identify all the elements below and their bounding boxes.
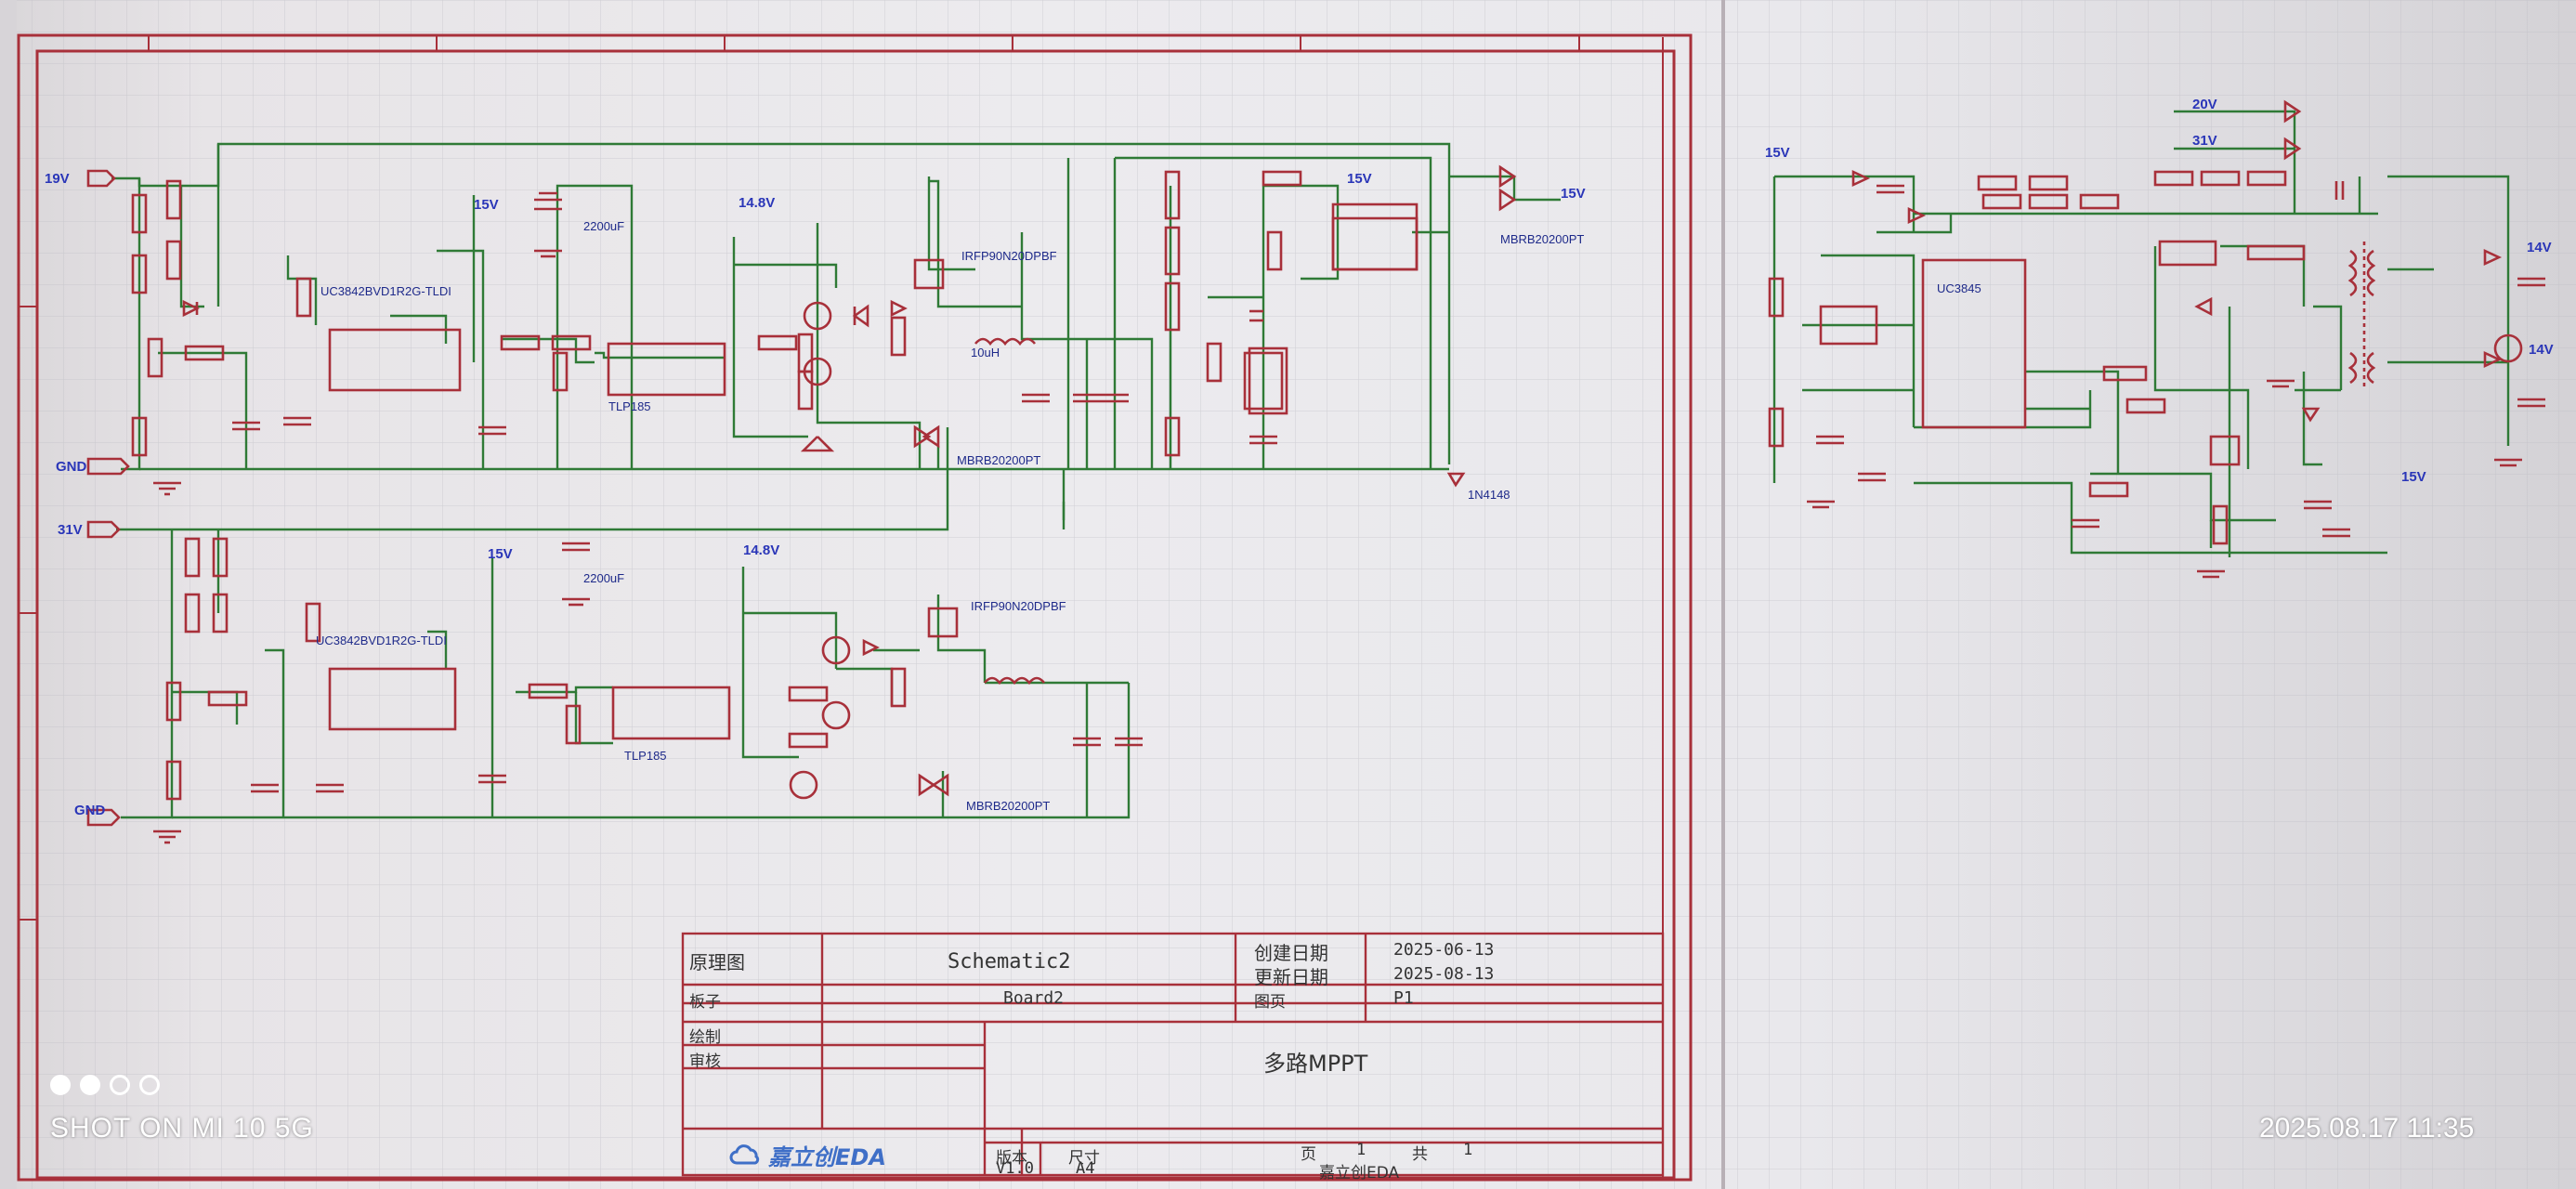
net-label-14-8v-a: 14.8V bbox=[739, 195, 776, 211]
label-d3: MBRB20200PT bbox=[966, 799, 1051, 813]
tb-page-total-value: 1 bbox=[1463, 1141, 1473, 1159]
circuit-3-wires bbox=[1772, 110, 2510, 557]
tb-created-label: 创建日期 bbox=[1254, 942, 1328, 964]
label-u3: UC3845 bbox=[1937, 281, 1981, 295]
net-label-20v: 20V bbox=[2192, 97, 2217, 112]
tb-logo-text: 嘉立创EDA bbox=[768, 1144, 886, 1170]
tb-schematic-label: 原理图 bbox=[689, 951, 745, 973]
net-label-right-14v-a: 14V bbox=[2527, 240, 2552, 255]
tb-created-date: 2025-06-13 bbox=[1393, 940, 1495, 960]
net-label-right-14v-b: 14V bbox=[2529, 342, 2554, 358]
dot-icon bbox=[50, 1075, 71, 1095]
tb-board-label: 板子 bbox=[689, 993, 721, 1012]
tb-company: 嘉立创EDA bbox=[1319, 1164, 1400, 1182]
cloud-logo-icon bbox=[729, 1143, 760, 1164]
tb-schematic-name: Schematic2 bbox=[948, 950, 1071, 973]
dot-icon bbox=[80, 1075, 100, 1095]
net-label-input-1: 19V bbox=[45, 171, 70, 187]
tb-size-label: 尺寸 bbox=[1068, 1149, 1100, 1168]
tb-updated-label: 更新日期 bbox=[1254, 966, 1328, 988]
tb-version-value: V1.0 bbox=[996, 1159, 1034, 1178]
label-d10: 1N4148 bbox=[1468, 488, 1510, 502]
net-label-right-15v-b: 15V bbox=[2401, 469, 2426, 485]
photo-datetime: 2025.08.17 11:35 bbox=[2259, 1113, 2475, 1143]
tb-page-value: P1 bbox=[1393, 988, 1414, 1008]
circuit-3-parts bbox=[1768, 99, 2545, 579]
net-label-31v: 31V bbox=[2192, 133, 2217, 149]
label-u1: UC3842BVD1R2G-TLDI bbox=[320, 284, 451, 298]
label-q5: IRFP90N20DPBF bbox=[961, 249, 1057, 263]
net-label-right-15v-a: 15V bbox=[1765, 145, 1790, 161]
label-q6: IRFP90N20DPBF bbox=[971, 599, 1066, 613]
net-label-15v-c: 15V bbox=[1347, 171, 1372, 187]
label-u5: UC3842BVD1R2G-TLDI bbox=[316, 634, 447, 647]
tb-page-num-label: 页 bbox=[1301, 1145, 1316, 1164]
label-c17: 2200uF bbox=[583, 571, 625, 585]
tb-updated-date: 2025-08-13 bbox=[1393, 964, 1495, 984]
label-l1: 10uH bbox=[971, 346, 1000, 359]
net-label-input-2: 31V bbox=[58, 522, 83, 538]
net-label-15v-b: 15V bbox=[488, 546, 513, 562]
camera-watermark: SHOT ON MI 10 5G bbox=[50, 1113, 314, 1143]
dot-icon bbox=[139, 1075, 160, 1095]
label-c18: 2200uF bbox=[583, 219, 625, 233]
camera-mode-dots bbox=[50, 1075, 160, 1095]
tb-version-label: 版本 bbox=[996, 1149, 1027, 1168]
label-u6: TLP185 bbox=[624, 749, 667, 763]
tb-page-label: 图页 bbox=[1254, 993, 1286, 1012]
title-block bbox=[681, 932, 1665, 1177]
circuit-2-parts bbox=[86, 520, 1143, 844]
tb-drawn-label: 绘制 bbox=[689, 1028, 721, 1047]
circuit-2-wires bbox=[116, 427, 1131, 819]
tb-page-total-label: 共 bbox=[1412, 1145, 1428, 1164]
tb-page-num-value: 1 bbox=[1356, 1141, 1366, 1159]
net-label-gnd-2: GND bbox=[74, 803, 106, 818]
dot-icon bbox=[110, 1075, 130, 1095]
net-label-gnd-1: GND bbox=[56, 459, 87, 475]
circuit-1-parts bbox=[86, 164, 1517, 496]
tb-size-value: A4 bbox=[1076, 1159, 1095, 1178]
net-label-14-8v-b: 14.8V bbox=[743, 542, 780, 558]
tb-board-name: Board2 bbox=[1003, 988, 1065, 1008]
tb-review-label: 审核 bbox=[689, 1052, 721, 1071]
tb-title: 多路MPPT bbox=[1263, 1051, 1368, 1077]
label-d14: MBRB20200PT bbox=[1500, 232, 1585, 246]
label-d1: MBRB20200PT bbox=[957, 453, 1041, 467]
net-label-15v-a: 15V bbox=[474, 197, 499, 213]
tb-logo: 嘉立创EDA bbox=[729, 1139, 886, 1171]
label-u2: TLP185 bbox=[608, 399, 651, 413]
net-label-out: 15V bbox=[1561, 186, 1586, 202]
